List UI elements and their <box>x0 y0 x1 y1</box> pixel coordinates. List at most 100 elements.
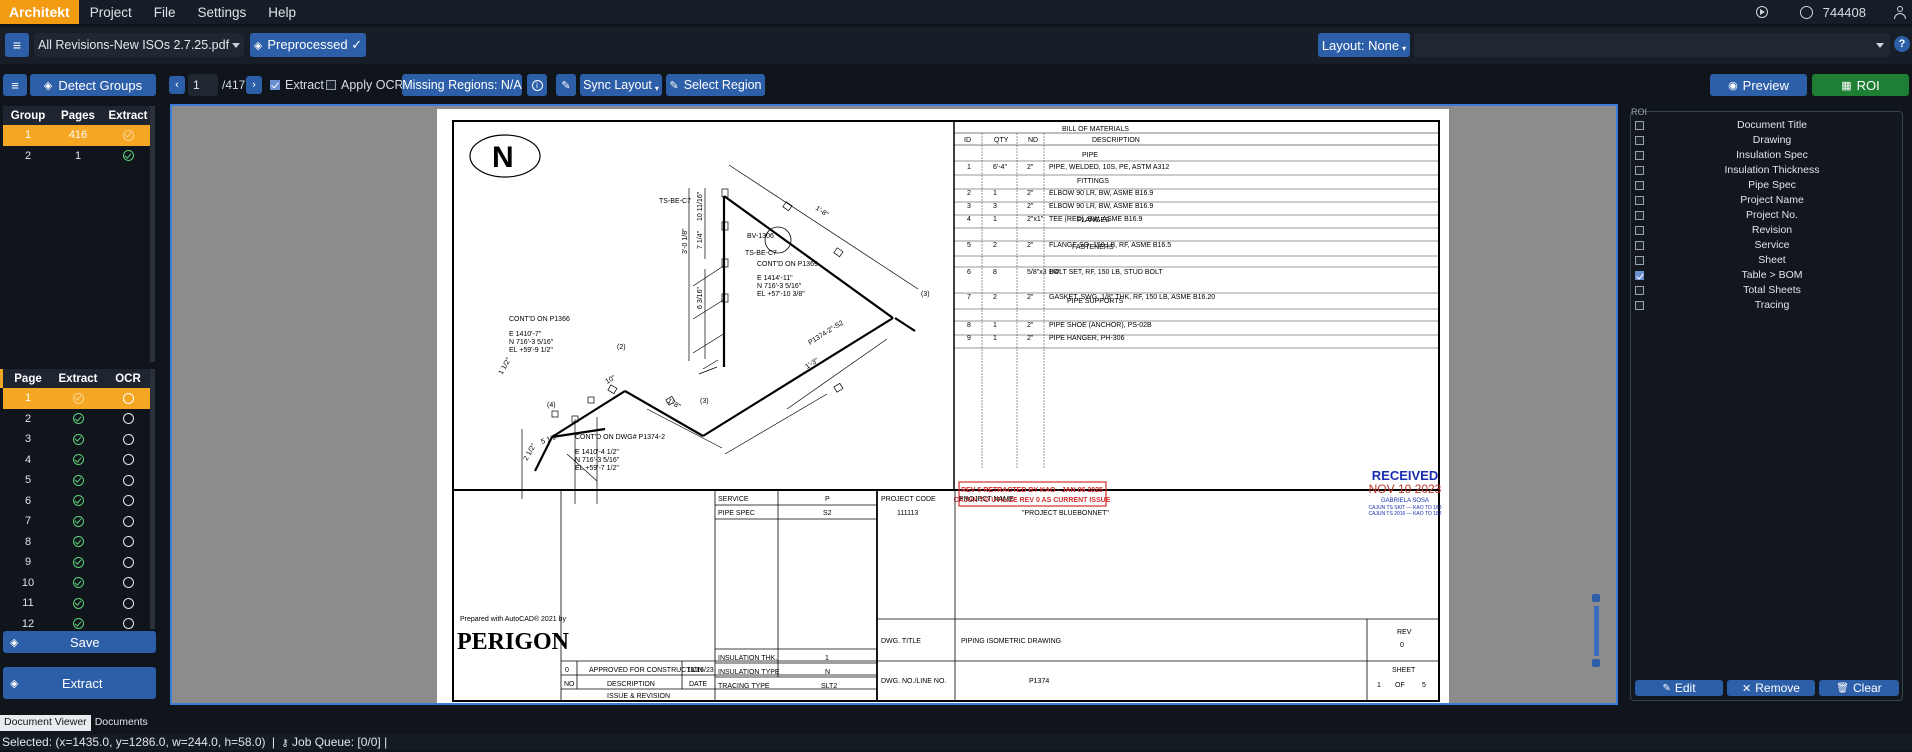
check-circle-icon[interactable] <box>122 129 134 141</box>
roi-checkbox[interactable] <box>1635 256 1644 265</box>
edit-layout-button[interactable]: ✎ <box>556 74 576 96</box>
ocr-circle-icon[interactable] <box>122 495 134 507</box>
detect-groups-button[interactable]: ◈ Detect Groups <box>30 74 156 96</box>
roi-item[interactable]: Sheet <box>1631 253 1901 268</box>
check-circle-icon[interactable] <box>72 433 84 445</box>
roi-item[interactable]: Service <box>1631 238 1901 253</box>
zoom-slider-bottom-handle[interactable] <box>1592 659 1600 667</box>
col-group[interactable]: Group <box>10 109 46 122</box>
check-circle-icon[interactable] <box>72 454 84 466</box>
table-row[interactable]: 1 <box>3 388 153 409</box>
table-row[interactable]: 4 <box>3 450 153 471</box>
roi-item[interactable]: Revision <box>1631 223 1901 238</box>
col-ocr[interactable]: OCR <box>115 372 141 385</box>
ocr-circle-icon[interactable] <box>122 577 134 589</box>
roi-button[interactable]: ▦ ROI <box>1812 74 1909 96</box>
roi-checkbox[interactable] <box>1635 241 1644 250</box>
extract-checkbox[interactable] <box>270 80 280 90</box>
ocr-circle-icon[interactable] <box>122 515 134 527</box>
ocr-circle-icon[interactable] <box>122 454 134 466</box>
ocr-circle-icon[interactable] <box>122 392 134 404</box>
ocr-circle-icon[interactable] <box>122 556 134 568</box>
ocr-circle-icon[interactable] <box>122 413 134 425</box>
check-circle-icon[interactable] <box>72 392 84 404</box>
file-select[interactable]: All Revisions-New ISOs 2.7.25.pdf <box>34 33 244 57</box>
roi-item[interactable]: Total Sheets <box>1631 283 1901 298</box>
preview-button[interactable]: ◉ Preview <box>1710 74 1807 96</box>
table-row[interactable]: 10 <box>3 573 153 594</box>
check-circle-icon[interactable] <box>72 413 84 425</box>
help-button[interactable]: ? <box>1894 36 1910 52</box>
app-brand[interactable]: Architekt <box>0 0 79 24</box>
table-row[interactable]: 8 <box>3 532 153 553</box>
roi-checkbox[interactable] <box>1635 166 1644 175</box>
ocr-circle-icon[interactable] <box>122 536 134 548</box>
groups-menu-button[interactable]: ≡ <box>3 74 27 96</box>
table-row[interactable]: 11 <box>3 593 153 614</box>
col-page[interactable]: Page <box>14 372 42 385</box>
extract-button[interactable]: ◈ Extract <box>3 667 156 699</box>
roi-checkbox[interactable] <box>1635 211 1644 220</box>
menu-file[interactable]: File <box>153 4 176 20</box>
hamburger-menu-button[interactable]: ≡ <box>5 33 29 57</box>
ocr-circle-icon[interactable] <box>122 618 134 630</box>
roi-item[interactable]: Drawing <box>1631 133 1901 148</box>
roi-item[interactable]: Project Name <box>1631 193 1901 208</box>
table-row[interactable]: 5 <box>3 470 153 491</box>
remove-roi-button[interactable]: ✕ Remove <box>1727 680 1815 696</box>
table-row[interactable]: 9 <box>3 552 153 573</box>
tab-document-viewer[interactable]: Document Viewer <box>0 715 91 731</box>
check-circle-icon[interactable] <box>72 577 84 589</box>
sync-layout-button[interactable]: Sync Layout ▾ <box>580 74 662 96</box>
check-circle-icon[interactable] <box>72 618 84 630</box>
roi-item[interactable]: Document Title <box>1631 118 1901 133</box>
zoom-slider-top-handle[interactable] <box>1592 594 1600 602</box>
next-page-button[interactable]: › <box>246 76 262 94</box>
select-region-button[interactable]: ✎ Select Region <box>666 74 765 96</box>
check-circle-icon[interactable] <box>72 474 84 486</box>
check-circle-icon[interactable] <box>72 556 84 568</box>
col-pages[interactable]: Pages <box>61 109 95 122</box>
menu-settings[interactable]: Settings <box>197 4 247 20</box>
layout-select[interactable]: Layout: None ▾ <box>1318 33 1410 57</box>
page-number-input[interactable]: 1 <box>188 74 218 96</box>
document-page[interactable]: N <box>437 109 1449 703</box>
table-row[interactable]: 12 <box>3 614 153 635</box>
table-row[interactable]: 3 <box>3 429 153 450</box>
menu-help[interactable]: Help <box>268 4 297 20</box>
roi-checkbox[interactable] <box>1635 301 1644 310</box>
tab-documents[interactable]: Documents <box>94 716 148 728</box>
check-circle-icon[interactable] <box>122 150 134 162</box>
roi-checkbox[interactable] <box>1635 226 1644 235</box>
save-button[interactable]: ◈ Save <box>3 631 156 653</box>
ocr-circle-icon[interactable] <box>122 597 134 609</box>
roi-checkbox[interactable] <box>1635 271 1644 280</box>
ocr-circle-icon[interactable] <box>122 433 134 445</box>
menu-project[interactable]: Project <box>89 4 132 20</box>
table-row[interactable]: 7 <box>3 511 153 532</box>
roi-item[interactable]: Table > BOM <box>1631 268 1901 283</box>
roi-checkbox[interactable] <box>1635 196 1644 205</box>
info-button[interactable]: i <box>527 74 547 96</box>
clear-roi-button[interactable]: 🗑 Clear <box>1819 680 1899 696</box>
extract-toggle[interactable]: Extract <box>270 78 324 92</box>
table-row[interactable]: 1 416 <box>3 125 153 146</box>
roi-item[interactable]: Project No. <box>1631 208 1901 223</box>
check-circle-icon[interactable] <box>72 495 84 507</box>
zoom-slider-track[interactable] <box>1594 606 1599 656</box>
roi-item[interactable]: Insulation Spec <box>1631 148 1901 163</box>
roi-item[interactable]: Tracing <box>1631 298 1901 313</box>
roi-checkbox[interactable] <box>1635 151 1644 160</box>
prev-page-button[interactable]: ‹ <box>169 76 185 94</box>
check-circle-icon[interactable] <box>72 597 84 609</box>
table-row[interactable]: 6 <box>3 491 153 512</box>
edit-roi-button[interactable]: ✎ Edit <box>1635 680 1723 696</box>
preprocessed-button[interactable]: ◈ Preprocessed ✓ <box>250 33 366 57</box>
document-viewer[interactable]: N <box>170 104 1618 705</box>
pages-scrollbar[interactable] <box>150 369 155 629</box>
ocr-circle-icon[interactable] <box>122 474 134 486</box>
roi-checkbox[interactable] <box>1635 286 1644 295</box>
roi-checkbox[interactable] <box>1635 121 1644 130</box>
missing-regions-button[interactable]: Missing Regions: N/A <box>402 74 522 96</box>
table-row[interactable]: 2 1 <box>3 146 153 167</box>
